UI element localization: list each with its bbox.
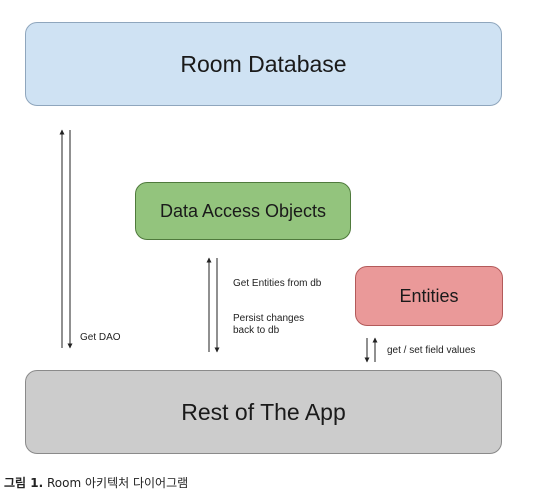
entities-label: Entities <box>399 285 459 306</box>
data-access-objects-node: Data Access Objects <box>135 182 351 240</box>
room-database-node: Room Database <box>25 22 502 106</box>
rest-of-app-label: Rest of The App <box>181 398 346 425</box>
caption-label: 그림 1. <box>4 476 44 490</box>
persist-changes-label-line2: back to db <box>233 325 280 336</box>
field-values-label: get / set field values <box>387 345 476 356</box>
rest-of-app-node: Rest of The App <box>25 370 502 454</box>
caption-text: Room 아키텍처 다이어그램 <box>47 476 189 490</box>
persist-changes-label-line1: Persist changes <box>233 313 305 324</box>
get-dao-label: Get DAO <box>80 332 121 343</box>
figure-caption: 그림 1. Room 아키텍처 다이어그램 <box>4 474 188 491</box>
get-entities-label: Get Entities from db <box>233 278 322 289</box>
data-access-objects-label: Data Access Objects <box>159 200 327 221</box>
entities-node: Entities <box>355 266 503 326</box>
room-database-label: Room Database <box>180 50 347 77</box>
